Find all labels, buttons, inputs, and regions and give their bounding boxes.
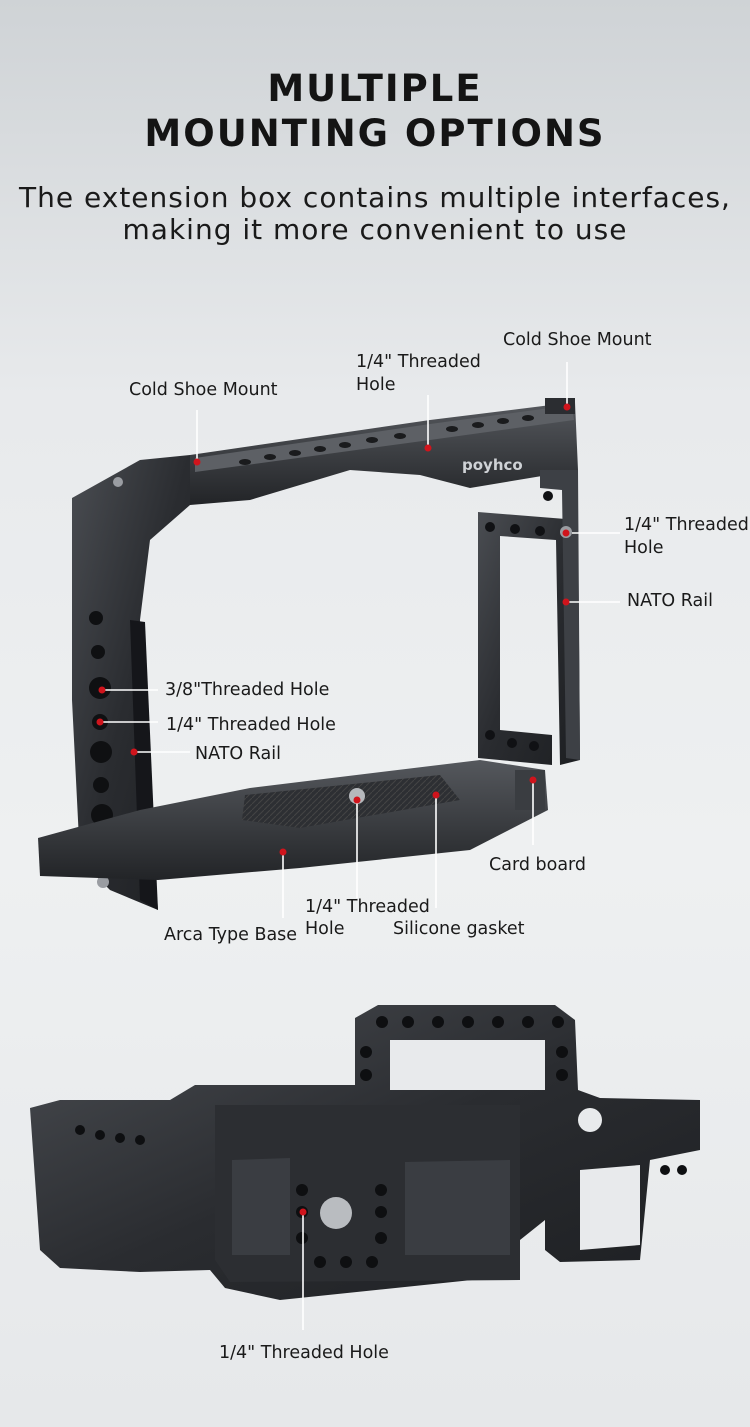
silicone-gasket-pad <box>242 775 460 828</box>
callout-threaded-right-line2: Hole <box>624 538 664 558</box>
subtitle-line-1: The extension box contains multiple inte… <box>19 181 731 214</box>
cage-back-view <box>30 1005 700 1330</box>
callout-threaded-right-line1: 1/4" Threaded <box>624 515 749 535</box>
screw-icon <box>113 477 123 487</box>
callout-threaded-back: 1/4" Threaded Hole <box>219 1343 389 1363</box>
callout-threaded-38: 3/8"Threaded Hole <box>165 680 330 700</box>
screw-icon <box>97 876 109 888</box>
callout-threaded-bottom-line1: 1/4" Threaded <box>305 897 430 917</box>
subtitle-line-2: making it more convenient to use <box>122 213 628 246</box>
callout-silicone-gasket: Silicone gasket <box>393 919 525 939</box>
title-line-2: MOUNTING OPTIONS <box>144 112 606 155</box>
callout-nato-rail-left: NATO Rail <box>195 744 281 764</box>
brand-logo: poyhco <box>462 456 523 474</box>
callout-dots <box>96 403 571 856</box>
right-side-frame <box>478 470 580 765</box>
callout-card-board: Card board <box>489 855 587 875</box>
callout-cold-shoe-left: Cold Shoe Mount <box>129 380 278 400</box>
screw-icon <box>320 1197 352 1229</box>
callout-cold-shoe-right: Cold Shoe Mount <box>503 330 652 350</box>
title-line-1: MULTIPLE <box>267 67 483 110</box>
screw-icon <box>349 788 365 804</box>
card-board-plate <box>515 770 545 810</box>
cold-shoe-right <box>545 398 575 414</box>
callout-threaded-top-line1: 1/4" Threaded <box>356 352 481 372</box>
callout-threaded-top-line2: Hole <box>356 375 396 395</box>
callout-nato-rail-right: NATO Rail <box>627 591 713 611</box>
callout-threaded-14-left: 1/4" Threaded Hole <box>166 715 336 735</box>
arca-base-plate <box>38 760 548 880</box>
top-handle-bar: poyhco <box>190 398 578 505</box>
callout-threaded-bottom-line2: Hole <box>305 919 345 939</box>
page-title: MULTIPLE MOUNTING OPTIONS <box>0 66 750 156</box>
callout-arca-base: Arca Type Base <box>164 925 298 945</box>
callout-lines <box>102 362 620 918</box>
page-subtitle: The extension box contains multiple inte… <box>0 182 750 246</box>
